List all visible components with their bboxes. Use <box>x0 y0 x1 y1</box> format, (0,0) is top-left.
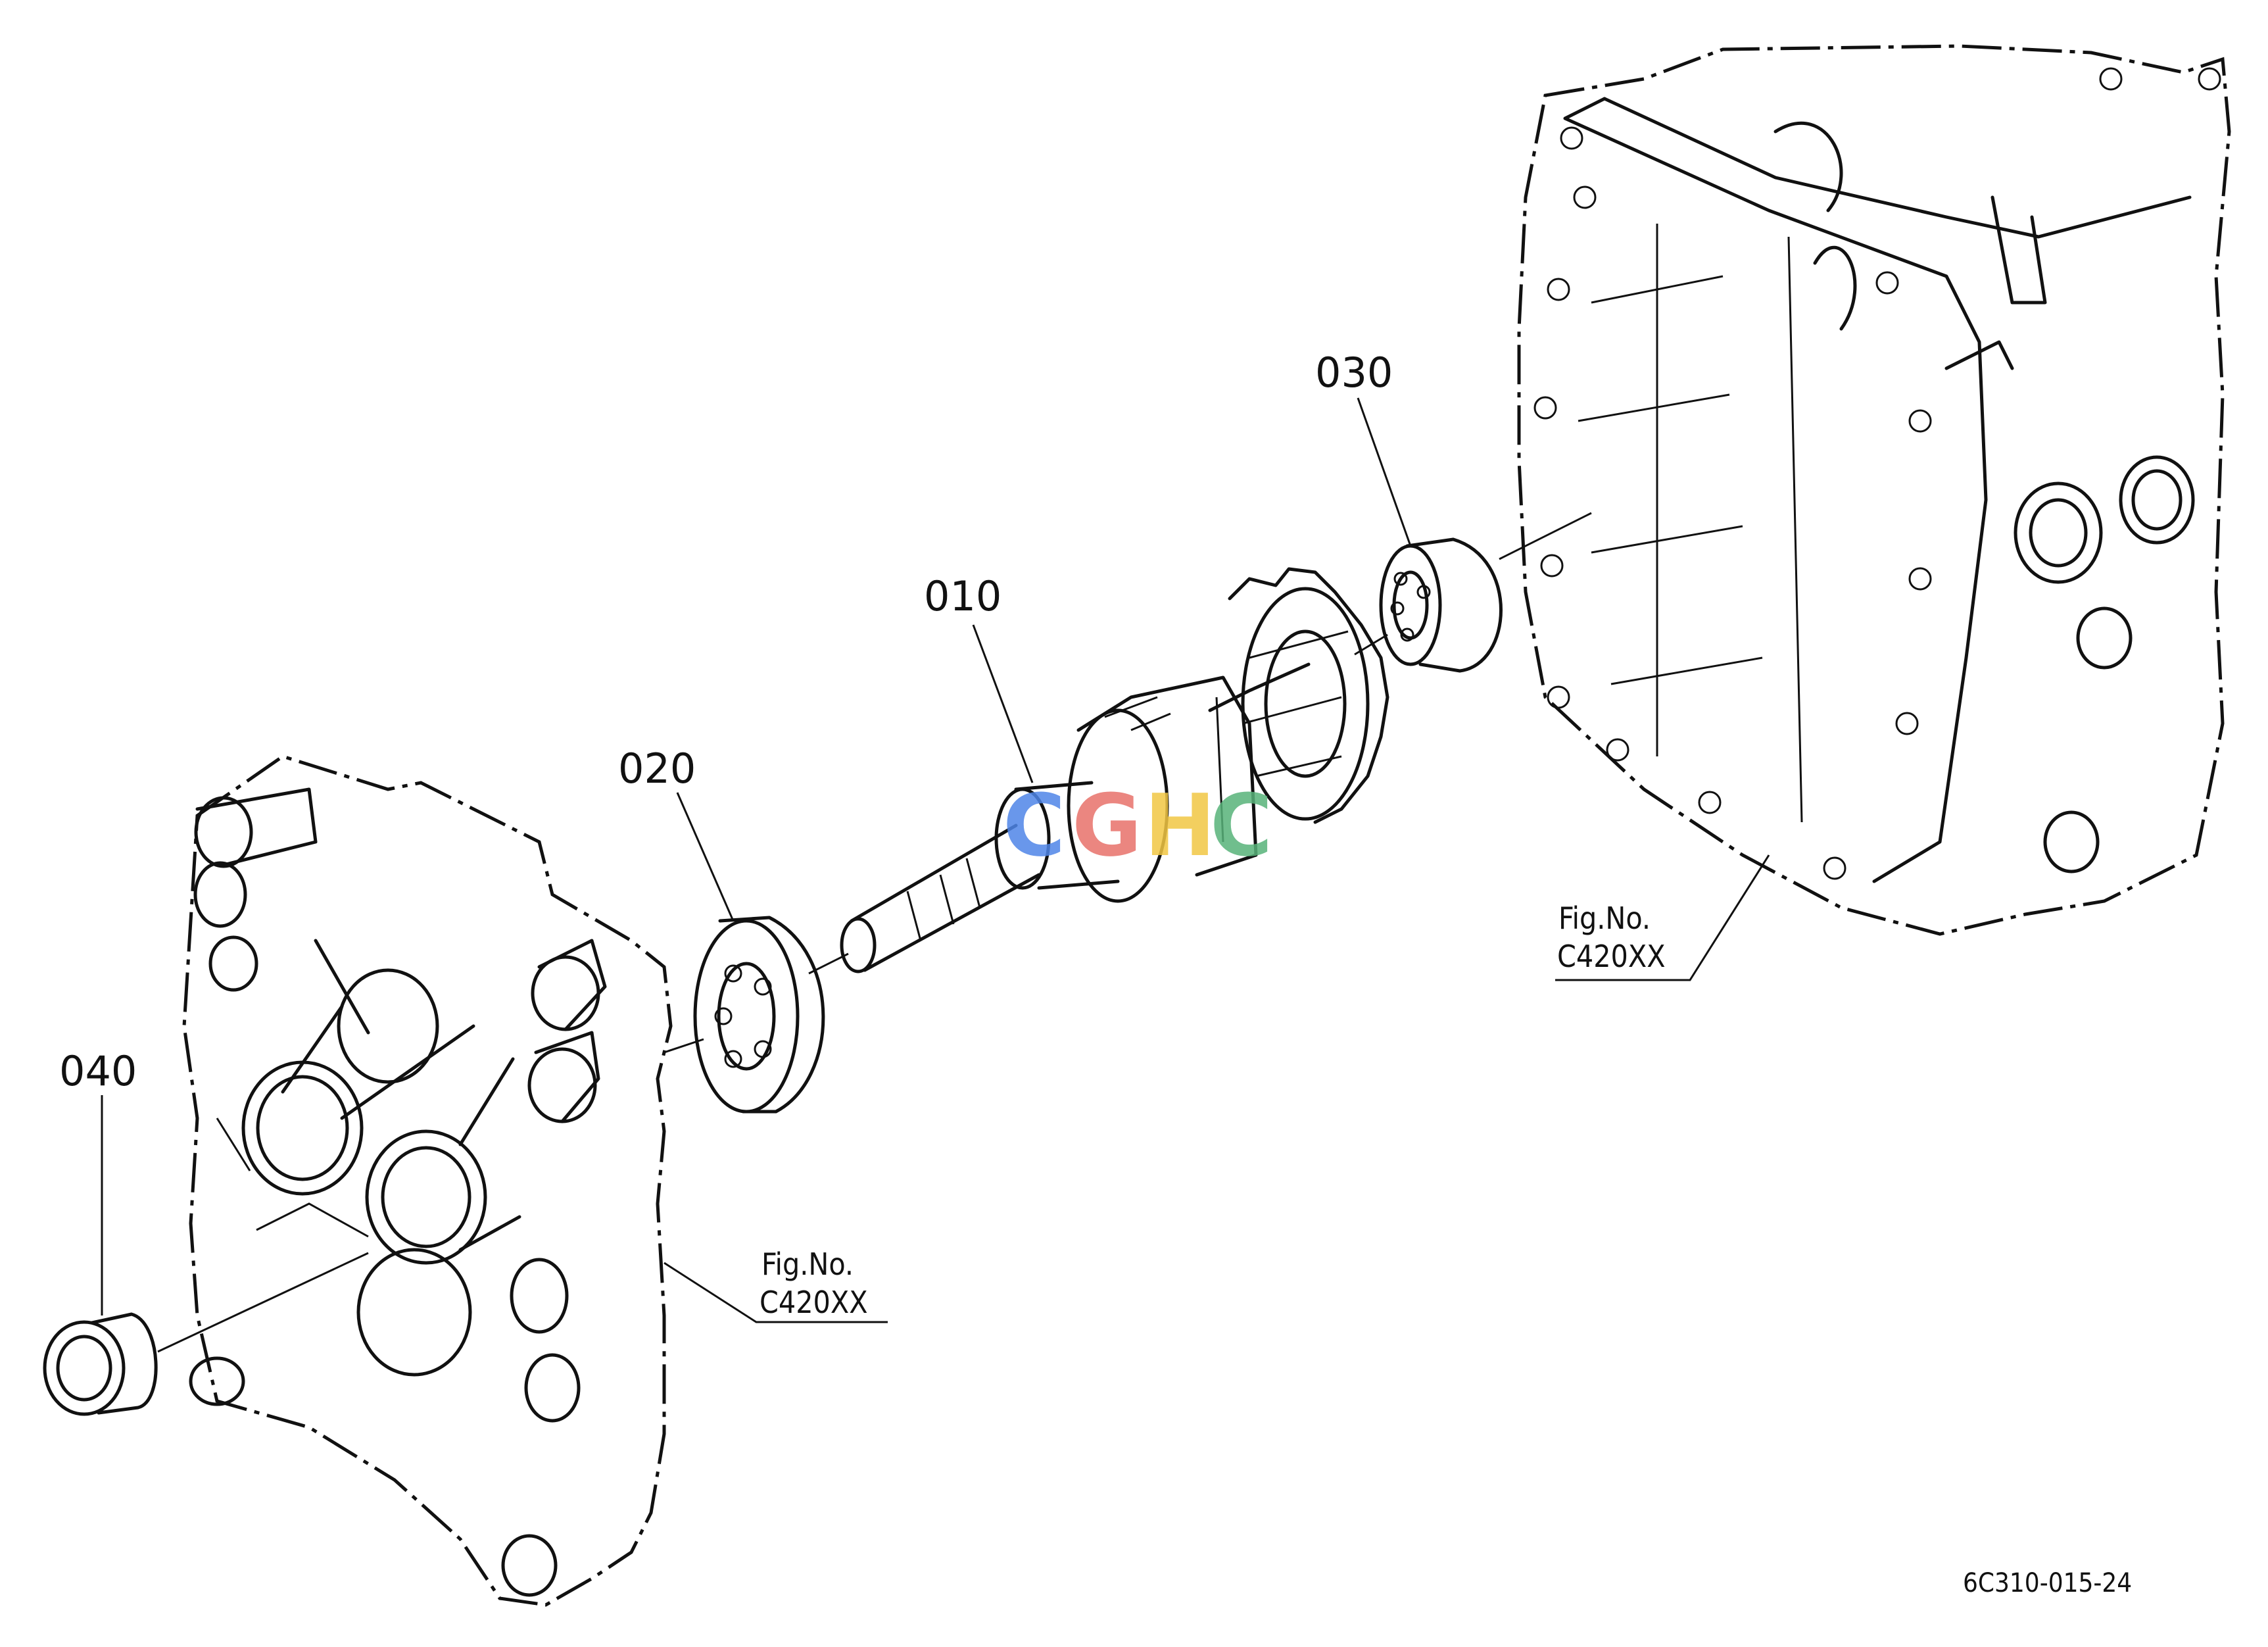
left-housing-cover <box>182 754 673 1607</box>
callout-040: 040 <box>59 1047 137 1095</box>
leader-lines <box>101 397 1770 1323</box>
bearing-030 <box>1379 537 1503 673</box>
gear-shaft-010 <box>840 567 1389 973</box>
assembly-axis <box>157 512 1592 1353</box>
right-housing-case <box>1517 44 2231 936</box>
drawing-code: 6C310-015-24 <box>1963 1568 2132 1598</box>
bearing-020 <box>693 916 825 1114</box>
watermark-letter-c1: C <box>1003 775 1065 875</box>
watermark-letter-c2: C <box>1210 775 1272 875</box>
fig-ref-right-line1: Fig.No. <box>1558 900 1651 936</box>
watermark-letter-h: H <box>1144 775 1216 875</box>
watermark-letter-g: G <box>1072 775 1142 875</box>
oil-seal-040 <box>43 1312 158 1416</box>
watermark-logo: C G H C <box>1003 775 1272 875</box>
bolt-holes <box>1533 67 2221 880</box>
callout-020: 020 <box>618 745 696 793</box>
callout-010: 010 <box>924 572 1001 620</box>
fig-ref-left-line1: Fig.No. <box>761 1246 854 1282</box>
fig-ref-right-line2: C420XX <box>1557 939 1666 974</box>
fig-ref-left-line2: C420XX <box>760 1285 868 1320</box>
callout-030: 030 <box>1315 349 1393 397</box>
